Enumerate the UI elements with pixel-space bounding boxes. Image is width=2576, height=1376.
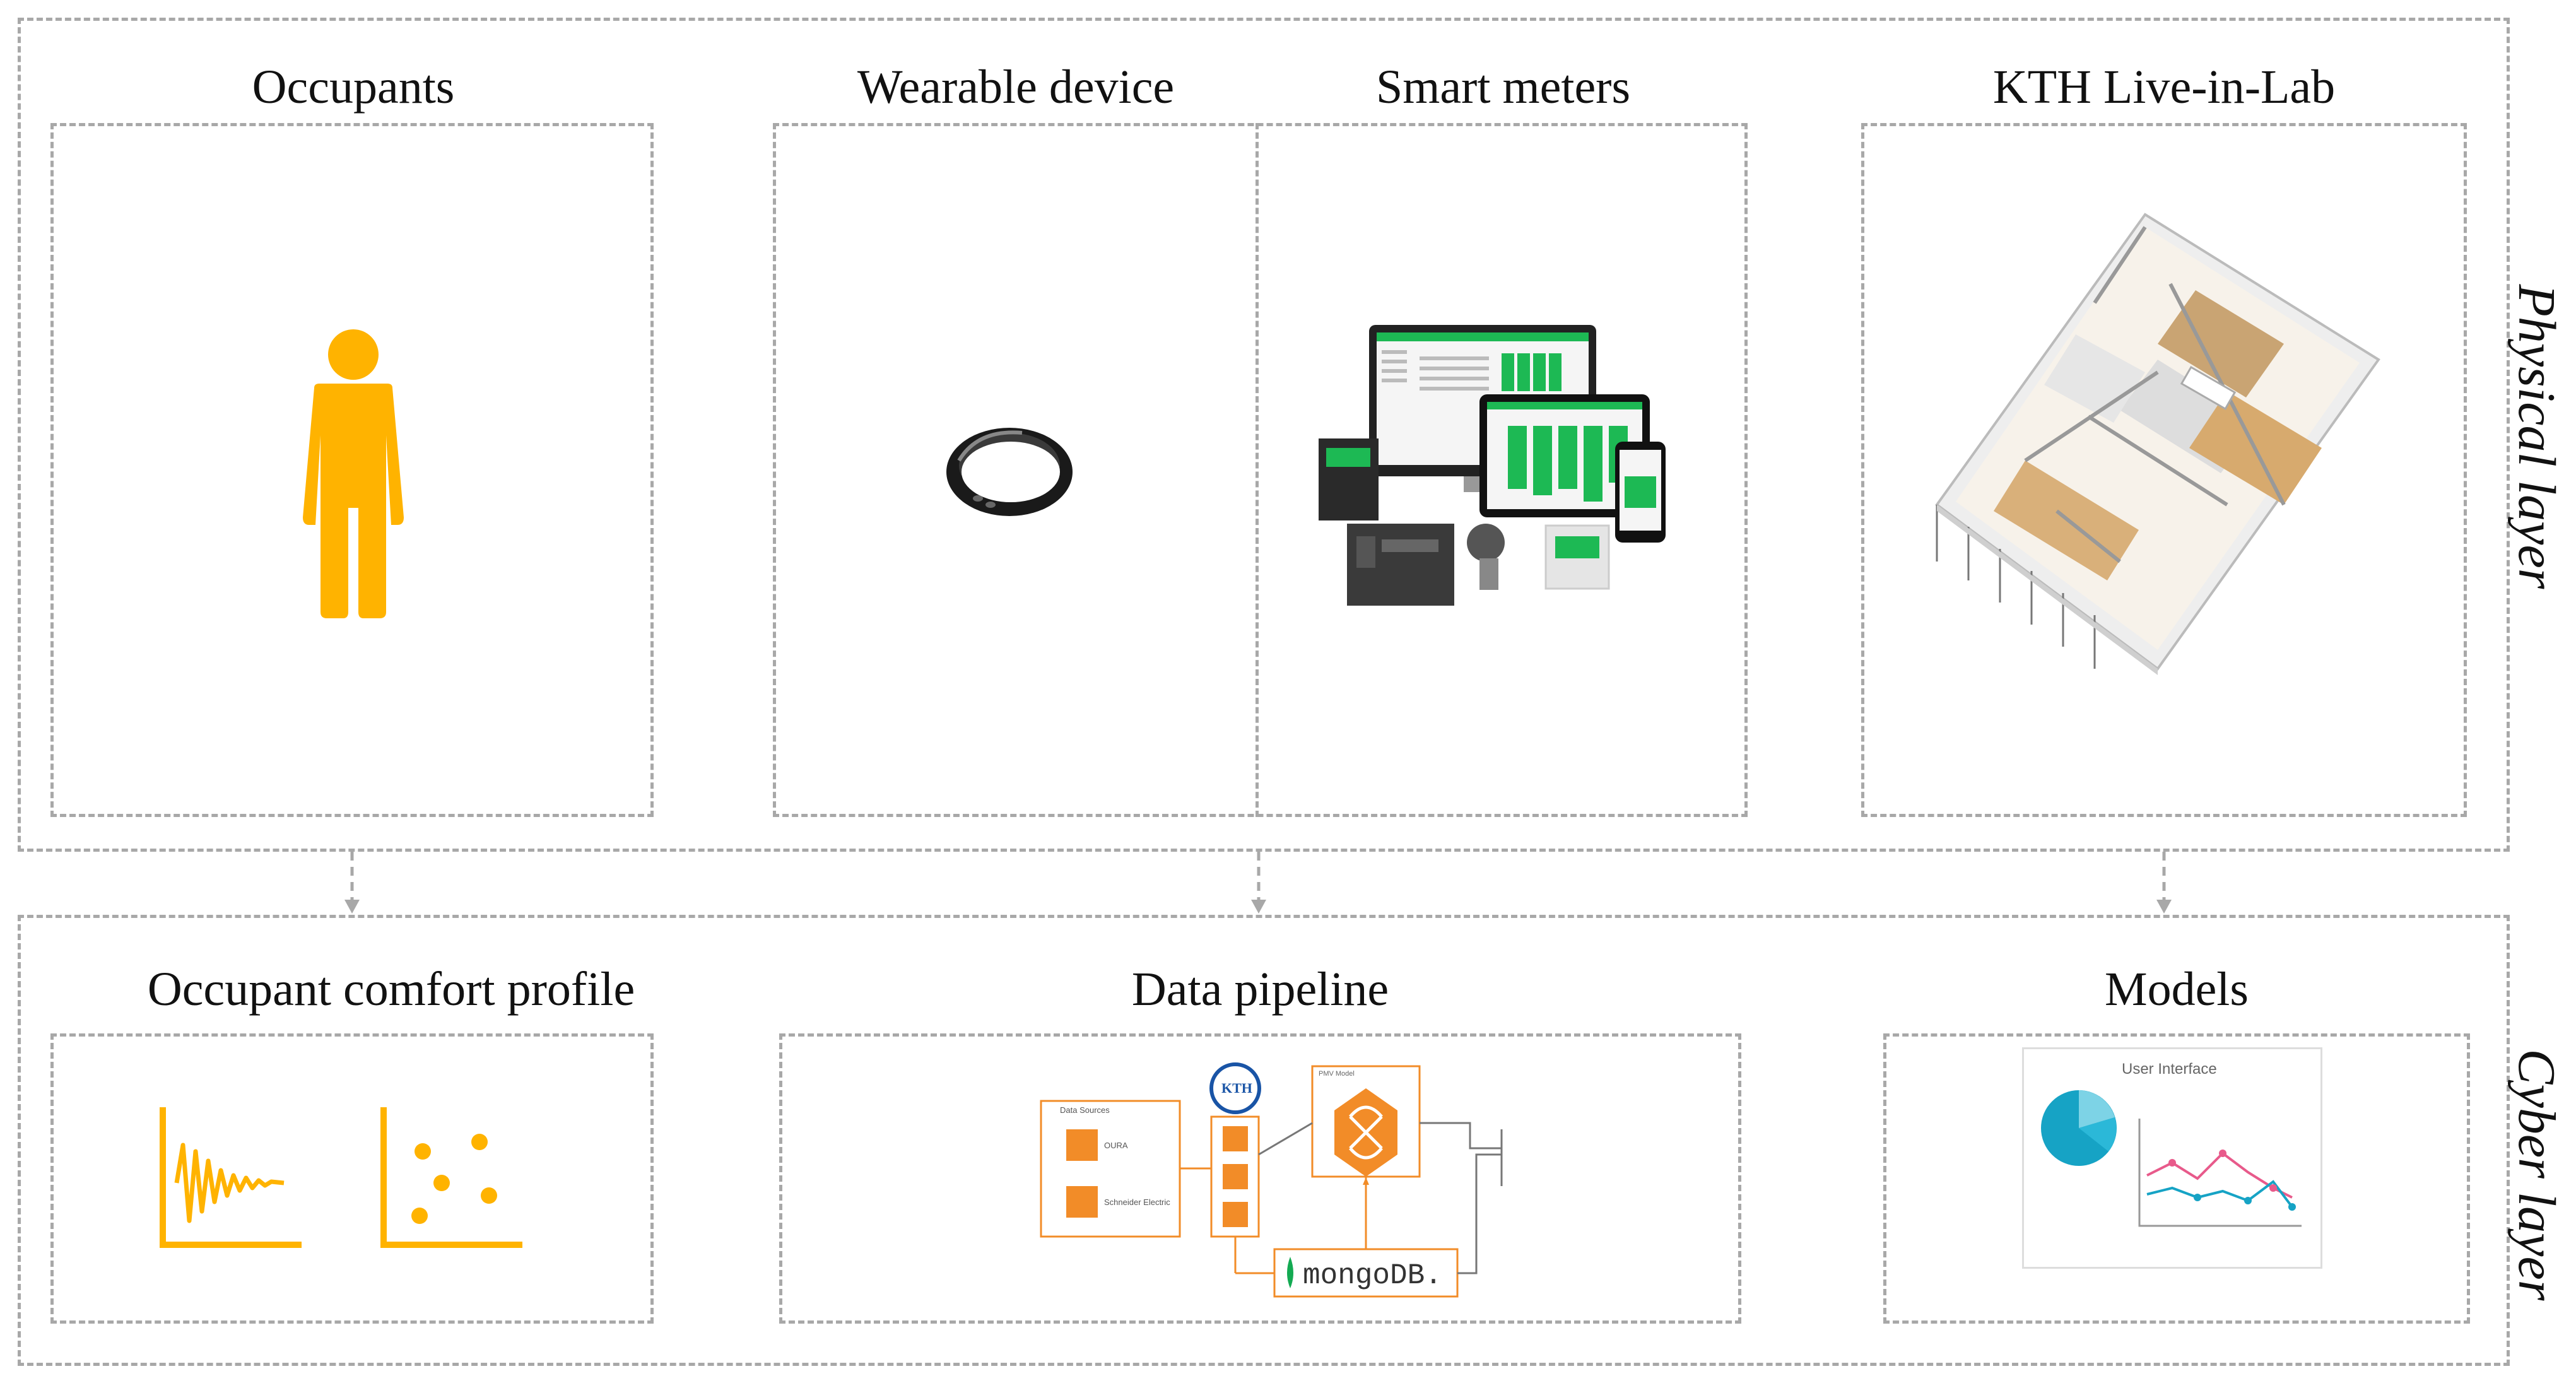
- pipeline-diagram: Data Sources OURA Schneider Electric KTH…: [1035, 1060, 1527, 1306]
- models-ui-mock: User Interface: [2022, 1047, 2322, 1269]
- physical-layer-frame: [18, 18, 2510, 852]
- source-oura-label: OURA: [1104, 1141, 1128, 1150]
- comfort-profile-title: Occupant comfort profile: [147, 963, 635, 1016]
- smart-ring-image: [946, 428, 1073, 516]
- kth-logo-label: KTH: [1221, 1080, 1252, 1096]
- data-pipeline-panel: [779, 1033, 1741, 1324]
- data-sources-label: Data Sources: [1060, 1105, 1110, 1115]
- source-schneider-label: Schneider Electric: [1104, 1197, 1170, 1207]
- occupants-panel: [50, 123, 654, 817]
- pie-chart-icon: [2041, 1090, 2117, 1166]
- smart-meters-title: Smart meters: [1375, 61, 1631, 114]
- live-in-lab-panel: [1861, 123, 2467, 817]
- signal-plot-icon: [160, 1107, 302, 1248]
- occupants-title: Occupants: [252, 61, 455, 114]
- live-in-lab-title: KTH Live-in-Lab: [1992, 61, 2336, 114]
- line-chart-icon: [2138, 1119, 2302, 1227]
- models-title: Models: [2105, 963, 2249, 1016]
- smart-meters-image: [1319, 325, 1666, 606]
- wearable-title: Wearable device: [857, 61, 1175, 114]
- building-floorplan-image: [1935, 213, 2380, 675]
- mongodb-label: mongoDB.: [1303, 1259, 1442, 1292]
- models-panel: [1883, 1033, 2470, 1324]
- data-pipeline-title: Data pipeline: [1131, 963, 1389, 1016]
- scatter-plot-icon: [380, 1107, 522, 1248]
- person-icon: [303, 329, 404, 618]
- devices-panel: [773, 123, 1748, 817]
- cyber-layer-label: Cyber layer: [2507, 1049, 2566, 1301]
- cyber-layer-frame: [18, 915, 2510, 1366]
- user-interface-title: User Interface: [2122, 1061, 2217, 1078]
- pmv-model-label: PMV Model: [1319, 1070, 1355, 1078]
- devices-panel-divider: [1256, 123, 1259, 817]
- comfort-profile-panel: [50, 1033, 654, 1324]
